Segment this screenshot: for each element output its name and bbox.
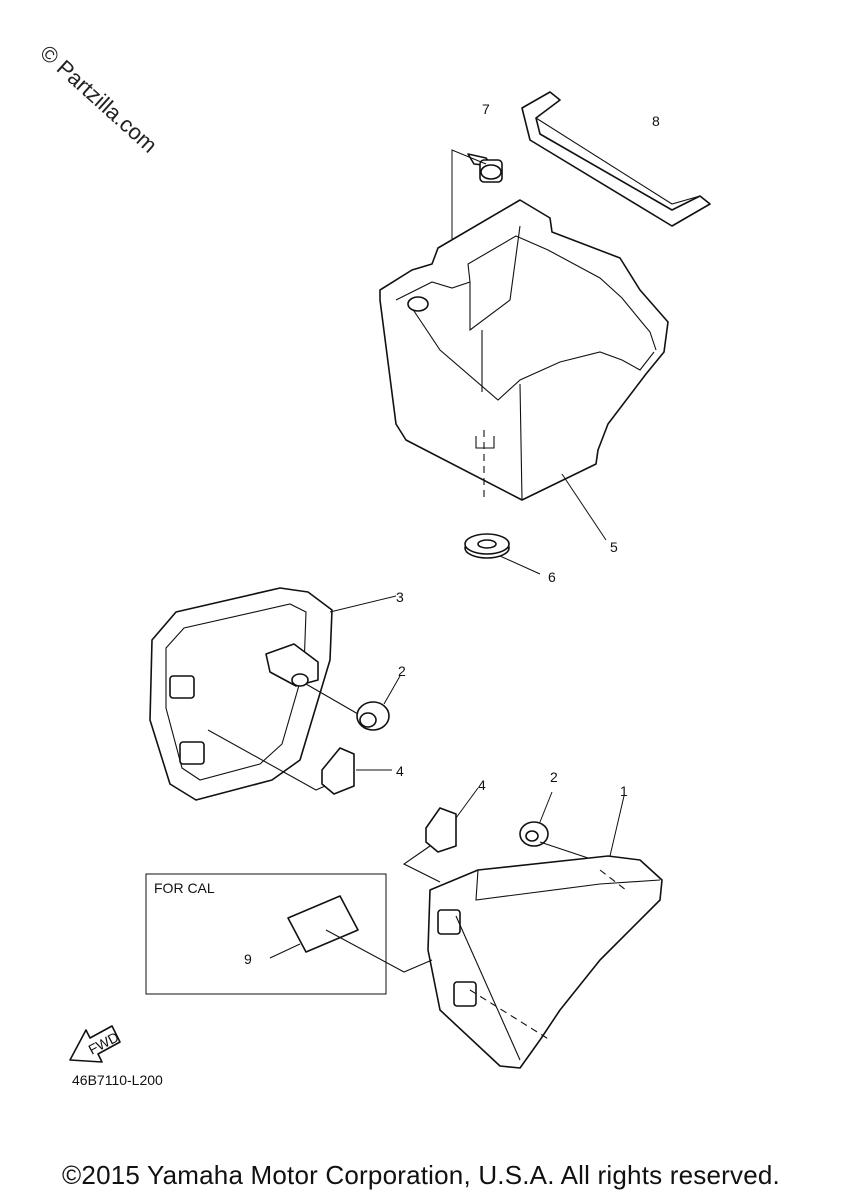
- left-side-cover-part[interactable]: [149, 587, 397, 801]
- damper-lower-part[interactable]: [402, 787, 479, 883]
- bolt-part[interactable]: [451, 149, 503, 262]
- for-cal-label: FOR CAL: [154, 880, 215, 896]
- callout-2-lower: 2: [550, 769, 558, 785]
- callout-3: 3: [396, 589, 404, 605]
- battery-band-part[interactable]: [521, 91, 711, 227]
- copyright-notice: ©2015 Yamaha Motor Corporation, U.S.A. A…: [62, 1160, 780, 1190]
- battery-box-part[interactable]: [379, 199, 669, 541]
- callout-4-upper: 4: [396, 763, 404, 779]
- diagram-code: 46B7110-L200: [72, 1072, 163, 1088]
- callout-4-lower: 4: [478, 777, 486, 793]
- grommet-part[interactable]: [464, 533, 541, 575]
- callout-7: 7: [482, 101, 490, 117]
- fwd-arrow-icon: FWD: [69, 1025, 121, 1063]
- callout-9: 9: [244, 951, 252, 967]
- grommet-upper-part[interactable]: [305, 675, 401, 731]
- callout-5: 5: [610, 539, 618, 555]
- for-cal-box: FOR CAL: [145, 873, 387, 995]
- callout-8: 8: [652, 113, 660, 129]
- callout-2-upper: 2: [398, 663, 406, 679]
- callout-1: 1: [620, 783, 628, 799]
- grommet-lower-part[interactable]: [519, 791, 601, 863]
- label-part[interactable]: [269, 895, 433, 973]
- damper-upper-part[interactable]: [321, 747, 392, 795]
- right-side-cover-part[interactable]: [427, 795, 663, 1069]
- callout-6: 6: [548, 569, 556, 585]
